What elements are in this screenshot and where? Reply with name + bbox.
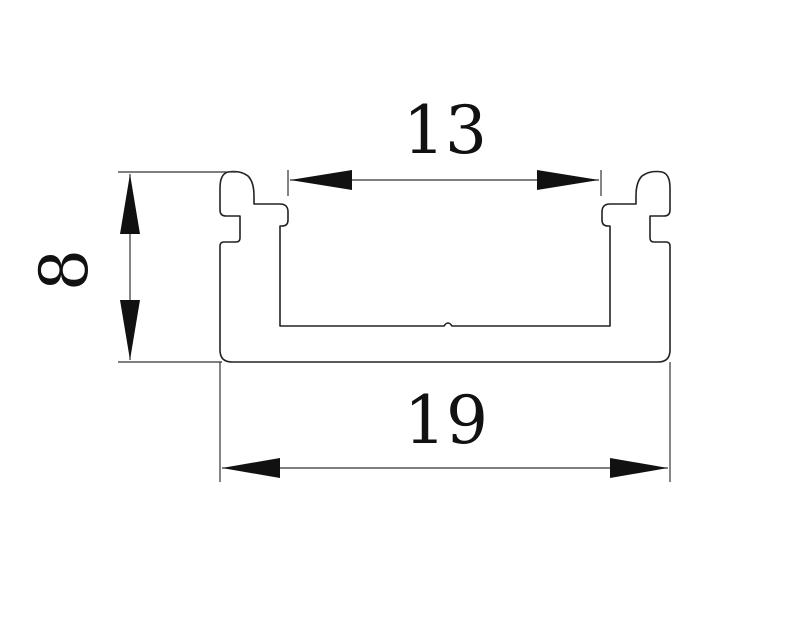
dim-13-label: 13	[403, 92, 487, 169]
dim-8-label: 8	[26, 249, 103, 291]
dim-8-arrow-top	[120, 174, 140, 234]
dim-19-label: 19	[404, 382, 488, 459]
dim-19-arrow-right	[610, 458, 668, 478]
dim-8-arrow-bottom	[120, 300, 140, 360]
dim-13-arrow-right	[537, 170, 599, 190]
dim-13-arrow-left	[290, 170, 352, 190]
dim-19-arrow-left	[222, 458, 280, 478]
profile-outline	[219, 170, 671, 363]
